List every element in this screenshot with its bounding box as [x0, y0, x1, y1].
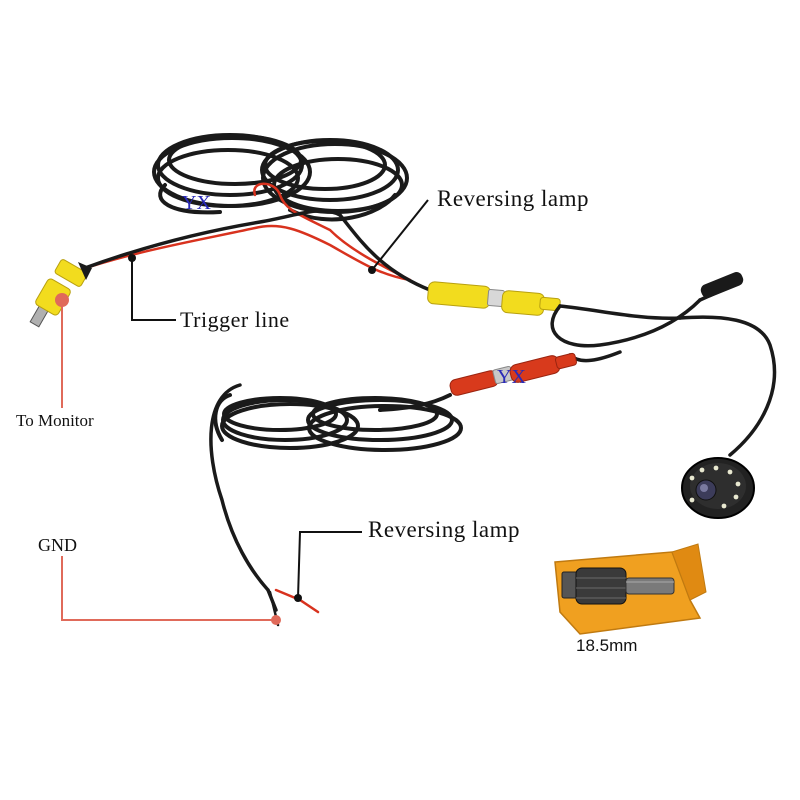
drill-size-label: 18.5mm [576, 636, 638, 655]
main-video-cable [83, 209, 432, 292]
gnd-label: GND [38, 535, 77, 555]
red-inline-connector [449, 352, 578, 396]
to-monitor-label: To Monitor [16, 411, 94, 430]
red-callout-dots [55, 293, 281, 625]
callout-lines [131, 199, 429, 599]
reversing-lamp-label-bottom: Reversing lamp [368, 517, 520, 542]
top-cable-coil [152, 133, 409, 222]
yellow-inline-connector [427, 281, 561, 316]
trigger-line-label: Trigger line [180, 307, 290, 332]
hole-saw-drill-icon [554, 543, 707, 635]
brand-mark-top: YX [182, 192, 211, 214]
callout-dots [128, 254, 376, 602]
cable-barrel [700, 272, 744, 298]
reversing-lamp-label-top: Reversing lamp [437, 186, 589, 211]
power-cable [209, 383, 278, 612]
backup-camera-icon [681, 457, 755, 519]
rca-plug-icon [29, 259, 92, 328]
lower-cable-coil [213, 393, 463, 452]
brand-mark-middle: YX [497, 366, 526, 388]
red-trigger-wire [78, 182, 412, 282]
red-callout-lines [61, 300, 276, 621]
camera-cable [550, 280, 777, 457]
